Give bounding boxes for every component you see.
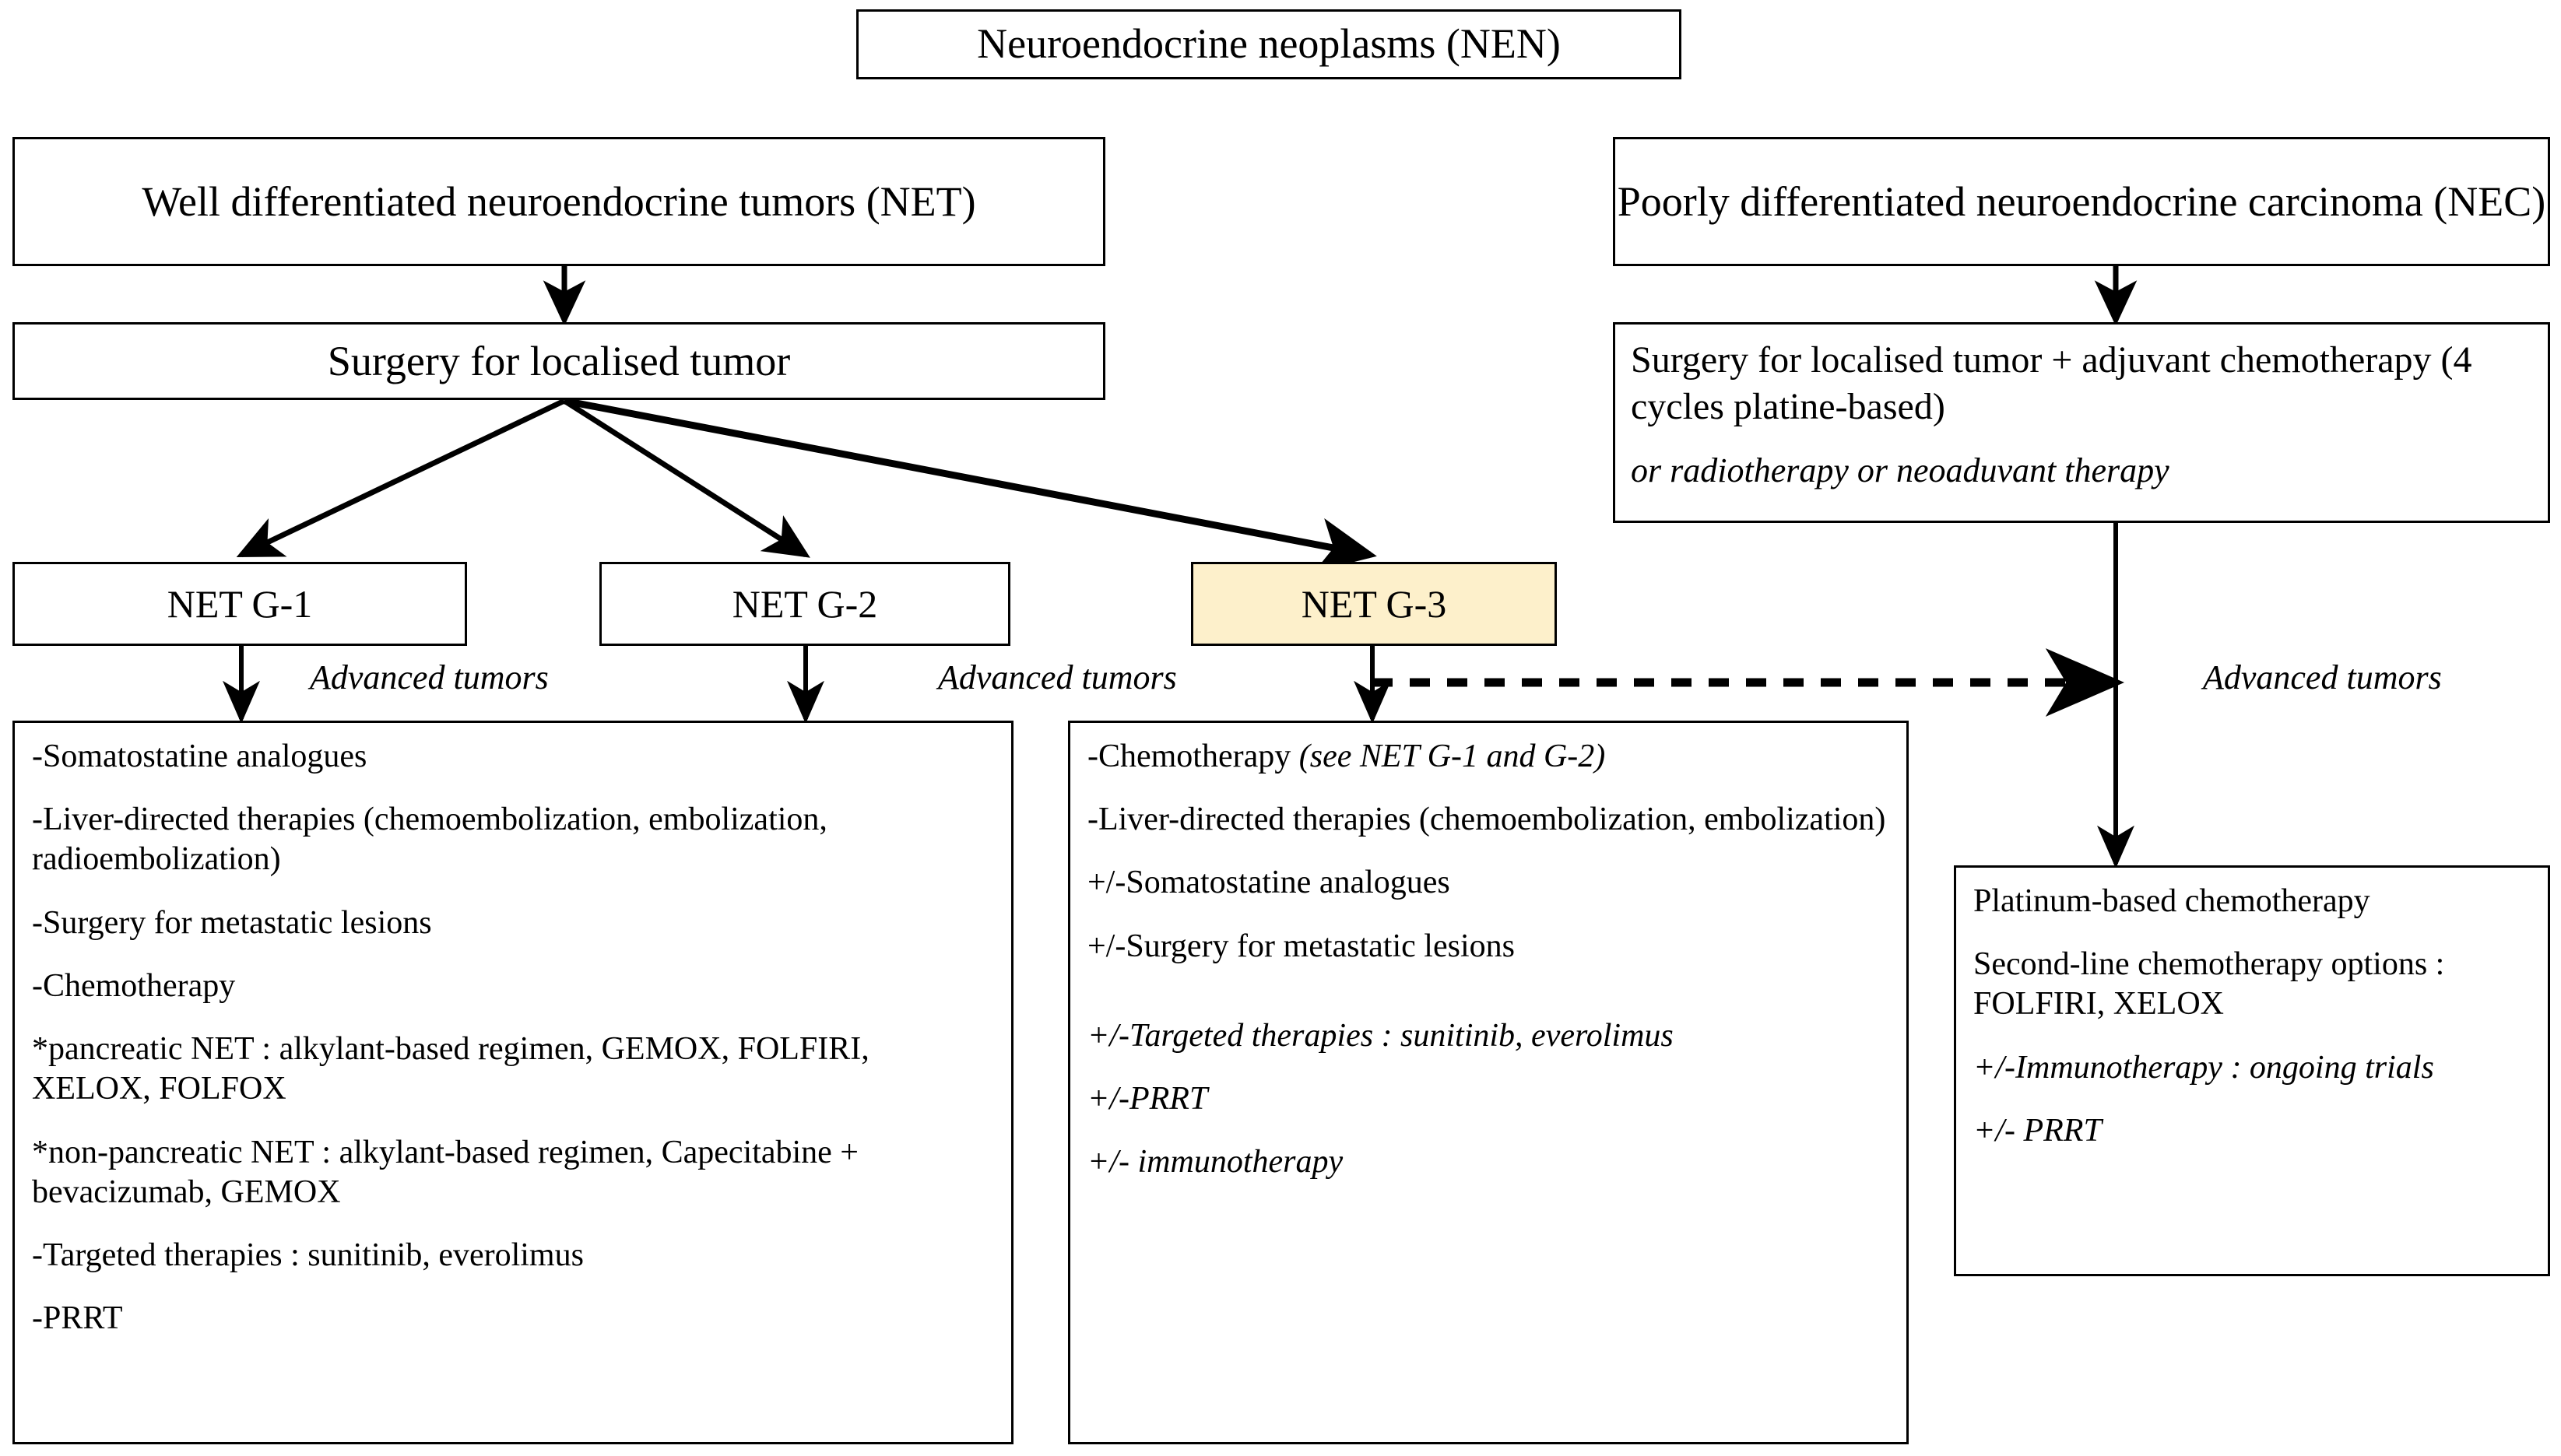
treatment-line: +/- immunotherapy xyxy=(1087,1144,1344,1181)
node-net-surgery-label: Surgery for localised tumor xyxy=(327,337,791,384)
node-net-g3: NET G-3 xyxy=(1191,562,1557,646)
node-nec-branch-label: Poorly differentiated neuroendocrine car… xyxy=(1617,177,2546,225)
node-net-g2-label: NET G-2 xyxy=(732,582,878,626)
treatment-line: +/- PRRT xyxy=(1973,1112,2102,1149)
node-nec-surgery: Surgery for localised tumor + adjuvant c… xyxy=(1613,322,2550,523)
treatment-line: -Chemotherapy xyxy=(32,967,236,1004)
edge-label-advanced-mid: Advanced tumors xyxy=(938,658,1177,696)
edge-label-advanced-right: Advanced tumors xyxy=(2203,658,2442,696)
treatment-line: +/-Immunotherapy : ongoing trials xyxy=(1973,1049,2434,1086)
treatment-line: -Somatostatine analogues xyxy=(32,739,367,774)
edge-surgery-to-g2 xyxy=(563,398,810,558)
treatment-box-nec: Platinum-based chemotherapy Second-line … xyxy=(1954,865,2550,1276)
node-root-label: Neuroendocrine neoplasms (NEN) xyxy=(977,20,1561,68)
edge-label-advanced-left: Advanced tumors xyxy=(310,658,549,696)
edge-surgery-to-g3 xyxy=(564,397,1377,572)
treatment-line: +/-PRRT xyxy=(1087,1081,1208,1117)
node-net-branch: Well differentiated neuroendocrine tumor… xyxy=(12,137,1105,266)
node-nec-surgery-alt: or radiotherapy or neoaduvant therapy xyxy=(1631,451,2169,490)
node-net-surgery: Surgery for localised tumor xyxy=(12,322,1105,400)
treatment-box-g1-g2: -Somatostatine analogues -Liver-directed… xyxy=(12,721,1014,1444)
treatment-line-emphasis: (see NET G-1 and G-2) xyxy=(1298,739,1606,774)
treatment-line: -Liver-directed therapies (chemoemboliza… xyxy=(1087,802,1886,838)
treatment-line: *pancreatic NET : alkylant-based regimen… xyxy=(32,1031,878,1107)
node-net-g1-label: NET G-1 xyxy=(167,582,313,626)
treatment-line: +/-Targeted therapies : sunitinib, evero… xyxy=(1087,1017,1674,1054)
treatment-line: Platinum-based chemotherapy xyxy=(1973,883,2370,919)
node-net-g2: NET G-2 xyxy=(599,562,1010,646)
treatment-line: -Targeted therapies : sunitinib, everoli… xyxy=(32,1237,584,1274)
treatment-gap xyxy=(1087,990,1889,1016)
treatment-line: -Chemotherapy (see NET G-1 and G-2) xyxy=(1087,737,1889,777)
node-net-g1: NET G-1 xyxy=(12,562,467,646)
node-root: Neuroendocrine neoplasms (NEN) xyxy=(856,9,1681,79)
edge-surgery-to-g1 xyxy=(236,398,566,558)
treatment-line: -Surgery for metastatic lesions xyxy=(32,904,432,941)
node-nec-surgery-main: Surgery for localised tumor + adjuvant c… xyxy=(1631,339,2482,427)
treatment-line: Second-line chemotherapy options : FOLFI… xyxy=(1973,946,2453,1023)
node-nec-branch: Poorly differentiated neuroendocrine car… xyxy=(1613,137,2550,266)
treatment-line-prefix: -Chemotherapy xyxy=(1087,739,1299,774)
treatment-line: *non-pancreatic NET : alkylant-based reg… xyxy=(32,1134,867,1210)
treatment-line: +/-Surgery for metastatic lesions xyxy=(1087,928,1515,964)
treatment-box-g3: -Chemotherapy (see NET G-1 and G-2) -Liv… xyxy=(1068,721,1909,1444)
treatment-line: +/-Somatostatine analogues xyxy=(1087,865,1450,901)
node-net-branch-label: Well differentiated neuroendocrine tumor… xyxy=(142,177,976,225)
node-net-g3-label: NET G-3 xyxy=(1301,582,1447,626)
treatment-line: -PRRT xyxy=(32,1300,123,1337)
treatment-line: -Liver-directed therapies (chemoemboliza… xyxy=(32,802,836,878)
